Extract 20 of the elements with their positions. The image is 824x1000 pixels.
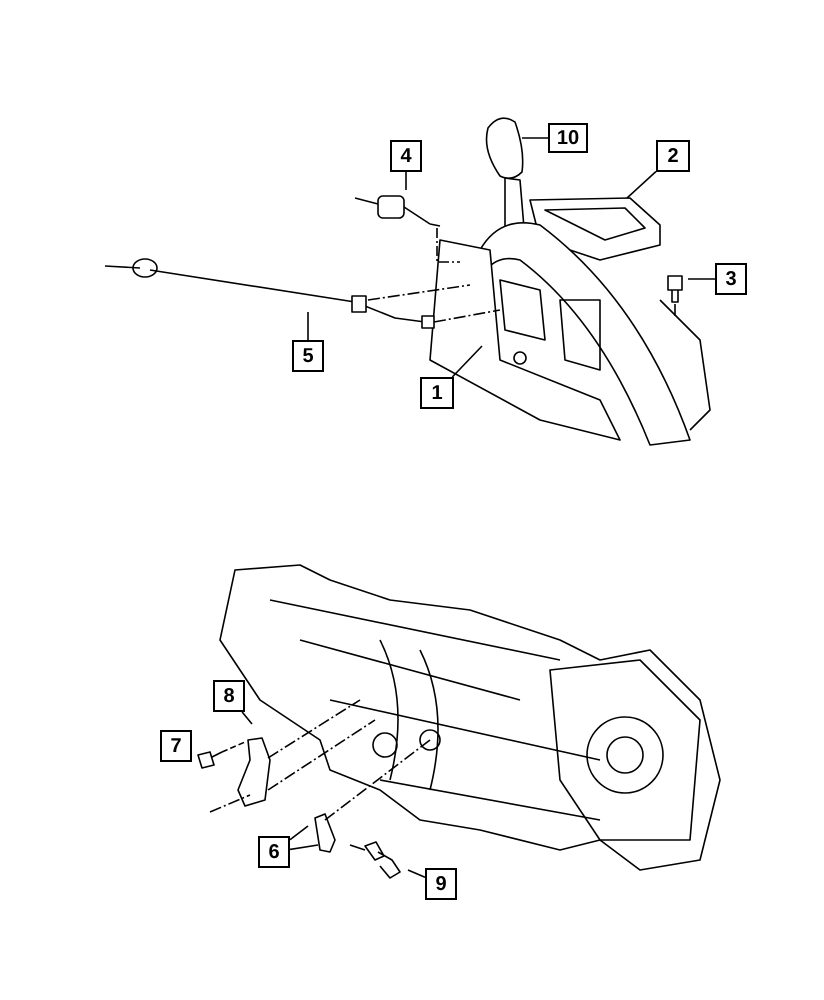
leader-line bbox=[242, 712, 253, 724]
callout-number: 7 bbox=[160, 730, 192, 762]
callout-number: 5 bbox=[292, 340, 324, 372]
leader-line bbox=[522, 137, 548, 139]
leader-line bbox=[408, 869, 426, 878]
leader-line bbox=[688, 278, 715, 280]
callout-number: 2 bbox=[656, 140, 690, 172]
callout-number: 4 bbox=[390, 140, 422, 172]
leader-line bbox=[452, 345, 483, 378]
callout-number: 1 bbox=[420, 377, 454, 409]
leader-line bbox=[405, 172, 407, 190]
callout-number: 6 bbox=[258, 836, 290, 868]
callout-number: 8 bbox=[213, 680, 245, 712]
callout-number: 9 bbox=[425, 868, 457, 900]
leader-line bbox=[626, 170, 657, 199]
leader-line bbox=[307, 312, 309, 340]
leader-line bbox=[290, 825, 308, 840]
callout-number: 10 bbox=[548, 123, 588, 153]
leader-line bbox=[290, 844, 318, 850]
callout-number: 3 bbox=[715, 263, 747, 295]
